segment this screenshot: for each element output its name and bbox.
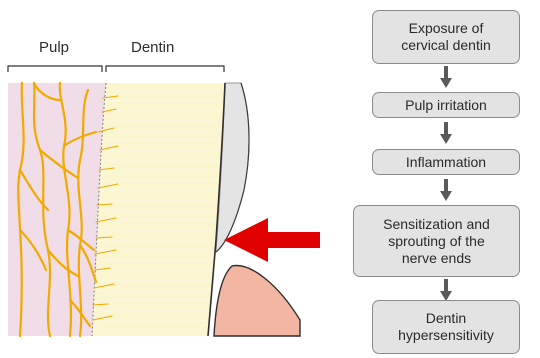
dentin-bracket	[106, 66, 224, 72]
pulp-bracket	[8, 66, 102, 72]
flowchart-step-hypersensitivity: Dentin hypersensitivity	[372, 300, 520, 354]
dentin-tubules	[92, 83, 225, 336]
flowchart-step-inflammation: Inflammation	[372, 149, 520, 175]
flowchart-step-pulp-irritation: Pulp irritation	[372, 92, 520, 118]
pulp-label: Pulp	[39, 39, 69, 56]
flow-arrow-down-icon	[440, 179, 452, 201]
dentin-label: Dentin	[131, 39, 174, 56]
flow-arrow-down-icon	[440, 66, 452, 88]
flow-arrow-down-icon	[440, 122, 452, 144]
flowchart-step-exposure: Exposure of cervical dentin	[372, 10, 520, 64]
flow-arrow-down-icon	[440, 279, 452, 301]
flowchart-step-sensitization: Sensitization and sprouting of the nerve…	[353, 205, 520, 277]
pointer-arrow	[224, 218, 320, 262]
gingiva	[214, 266, 300, 336]
